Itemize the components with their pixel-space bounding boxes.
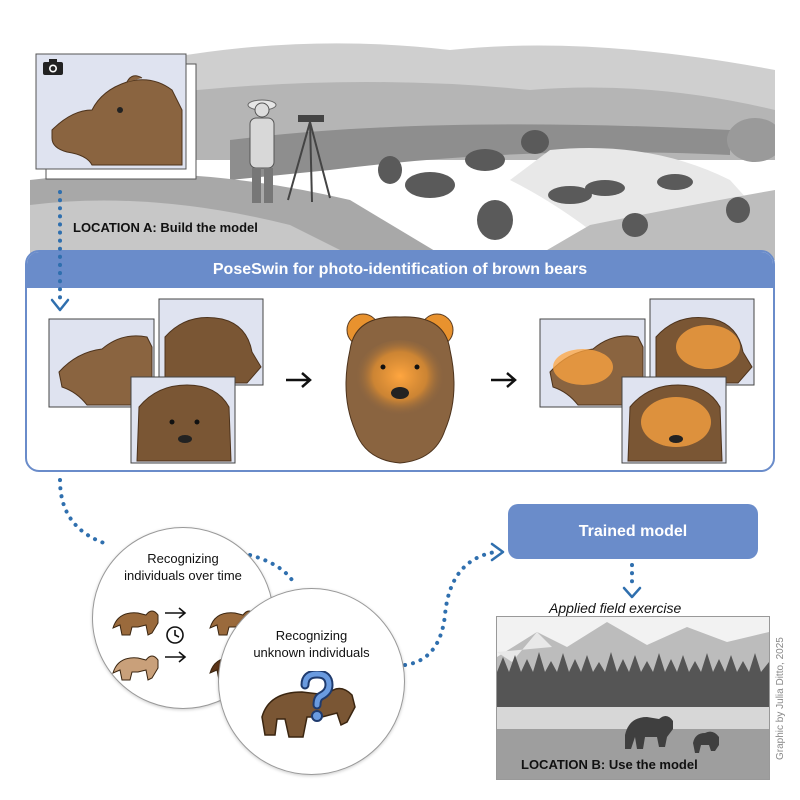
output-photo-3 — [621, 376, 727, 464]
bears-in-river — [378, 130, 750, 240]
question-mark-icon — [300, 671, 334, 722]
camera-icon — [42, 58, 64, 76]
arrow-right-icon — [165, 607, 187, 619]
circle-recognizing-unknown: Recognizing unknown individuals — [218, 588, 405, 775]
clock-icon — [166, 626, 184, 644]
attention-heatmap-bear — [335, 305, 465, 465]
output-photo-2 — [649, 298, 755, 386]
input-photos — [47, 297, 267, 465]
location-a-scene — [30, 30, 775, 260]
input-photo-2 — [158, 298, 264, 386]
photographer-figure — [247, 99, 331, 203]
input-photo-3 — [130, 376, 236, 464]
location-b-scene — [496, 616, 770, 780]
unknown-bear-silhouette — [261, 687, 356, 738]
circle-unknown-line2: unknown individuals — [253, 645, 370, 660]
arrow-right-icon — [489, 370, 519, 390]
output-photo-1 — [539, 318, 646, 408]
arrow-right-icon — [284, 370, 314, 390]
location-b-label: LOCATION B: Use the model — [521, 757, 698, 772]
trained-model-box: Trained model — [508, 504, 758, 559]
arrow-right-icon — [165, 651, 187, 663]
trained-model-label: Trained model — [578, 522, 688, 540]
output-photos — [538, 297, 758, 465]
circle-over-time-line1: Recognizing — [147, 551, 219, 566]
location-a-label: LOCATION A: Build the model — [73, 220, 258, 235]
credit-text: Graphic by Julia Ditto, 2025 — [775, 637, 786, 760]
circle-over-time-line2: individuals over time — [124, 568, 242, 583]
poseswin-title: PoseSwin for photo-identification of bro… — [212, 261, 588, 278]
poseswin-title-bar: PoseSwin for photo-identification of bro… — [27, 252, 773, 288]
bears-on-shore — [625, 715, 719, 753]
field-exercise-caption: Applied field exercise — [549, 600, 682, 616]
circle-unknown-line1: Recognizing — [275, 628, 348, 643]
location-a-photo-stack — [32, 50, 207, 185]
